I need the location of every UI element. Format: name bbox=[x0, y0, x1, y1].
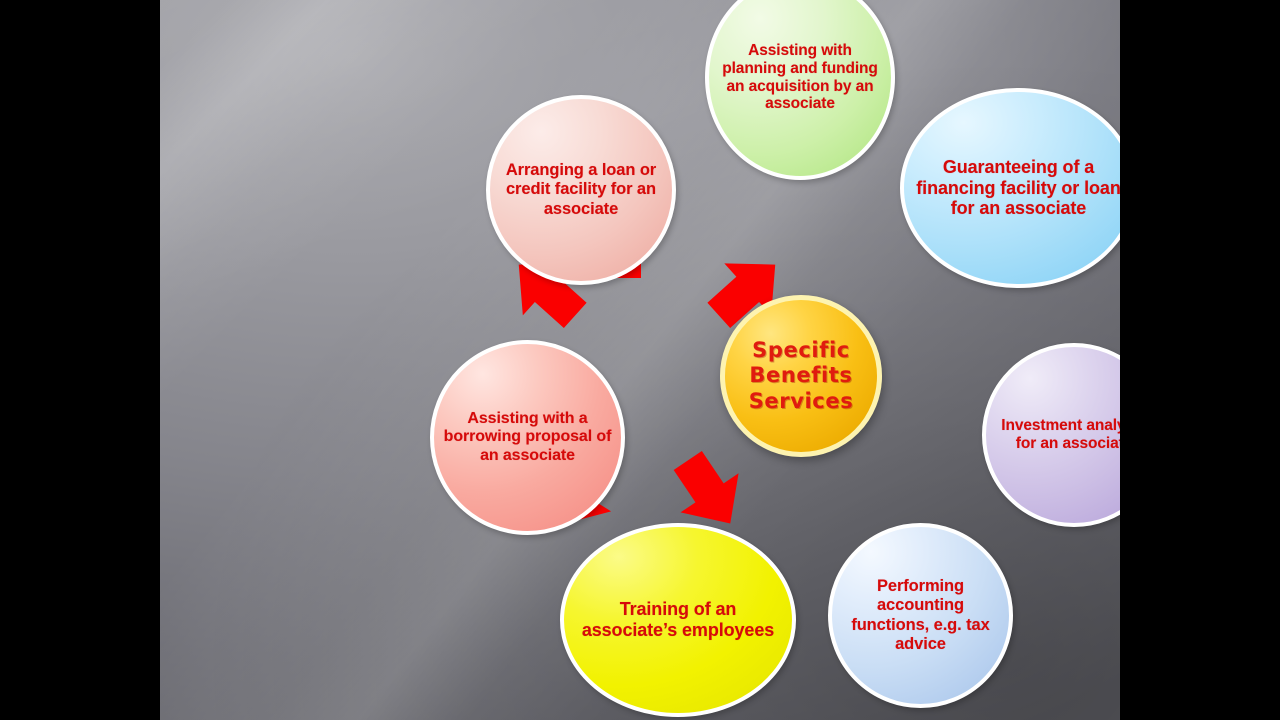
arrow-up-left-icon bbox=[493, 236, 602, 345]
arrow-up-right-icon bbox=[693, 236, 802, 345]
node-bubble-top-right[interactable]: Guaranteeing of a financing facility or … bbox=[900, 88, 1120, 288]
node-label-top-right: Guaranteeing of a financing facility or … bbox=[916, 156, 1120, 219]
node-bubble-right[interactable]: Investment analysis for an associate bbox=[982, 343, 1120, 527]
node-label-right: Investment analysis for an associate bbox=[1001, 417, 1120, 452]
node-bubble-bottom-right[interactable]: Performing accounting functions, e.g. ta… bbox=[828, 523, 1013, 708]
diagram-canvas: Assisting with planning and funding an a… bbox=[160, 0, 1120, 720]
center-hub-line-1: Specific bbox=[752, 337, 850, 362]
node-label-top-left: Arranging a loan or credit facility for … bbox=[505, 161, 657, 218]
node-bubble-top[interactable]: Assisting with planning and funding an a… bbox=[705, 0, 895, 180]
node-label-bottom-right: Performing accounting functions, e.g. ta… bbox=[851, 577, 990, 653]
node-bubble-top-left[interactable]: Arranging a loan or credit facility for … bbox=[486, 95, 676, 285]
letterbox-bar-left bbox=[0, 0, 160, 720]
node-label-top: Assisting with planning and funding an a… bbox=[722, 41, 878, 113]
node-label-bottom: Training of an associate’s employees bbox=[581, 599, 775, 640]
arrow-down-right-icon bbox=[656, 438, 762, 546]
node-bubble-bottom[interactable]: Training of an associate’s employees bbox=[560, 523, 796, 717]
letterbox-bar-right bbox=[1120, 0, 1280, 720]
center-hub-label: Specific Benefits Services bbox=[749, 338, 854, 415]
center-hub-line-3: Services bbox=[748, 388, 854, 413]
node-bubble-left[interactable]: Assisting with a borrowing proposal of a… bbox=[430, 340, 625, 535]
center-hub-line-2: Benefits bbox=[749, 363, 853, 388]
node-label-left: Assisting with a borrowing proposal of a… bbox=[443, 409, 612, 464]
center-hub[interactable]: Specific Benefits Services bbox=[720, 295, 882, 457]
